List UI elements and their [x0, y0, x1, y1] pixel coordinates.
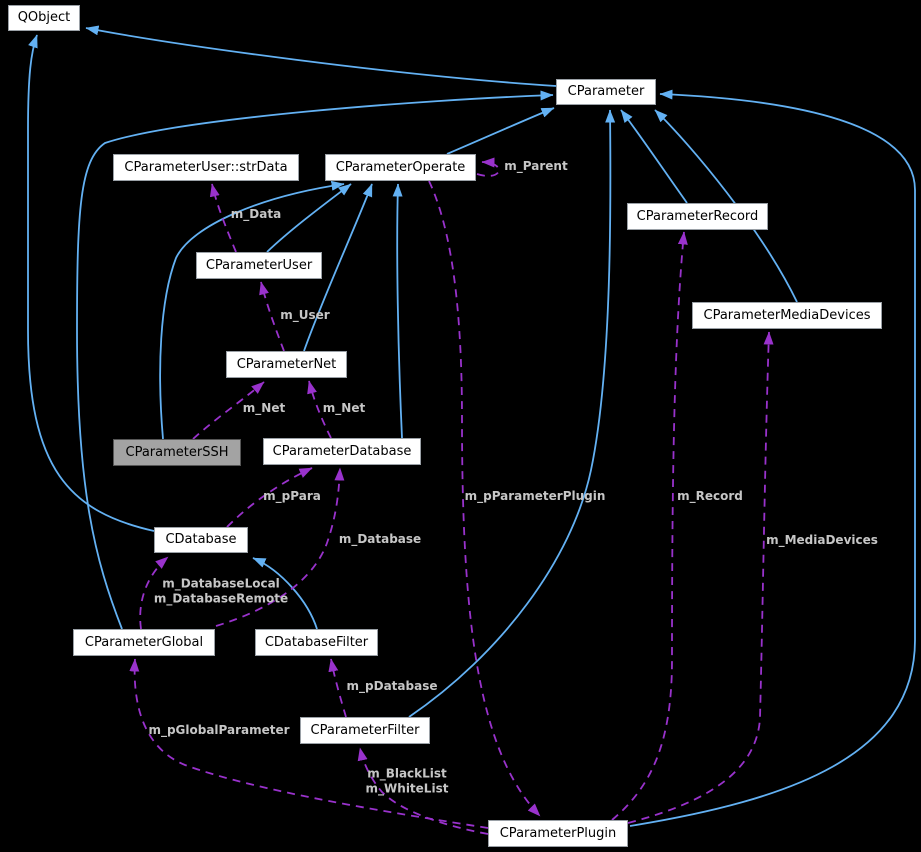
inheritance-edge-CParameterGlobal-to-CParameter	[76, 90, 554, 630]
edge-label: m_MediaDevices	[766, 533, 878, 548]
usage-edge-CParameterPlugin-to-CParameterFilter	[357, 747, 489, 835]
inheritance-edge-CParameterMediaDevices-to-CParameter	[654, 109, 798, 303]
class-node-CDatabase[interactable]: CDatabase	[154, 527, 248, 553]
class-node-CParameterFilter[interactable]: CParameterFilter	[300, 717, 430, 744]
inheritance-edge-CParameterPlugin-to-CParameter	[629, 89, 916, 827]
usage-edge-CParameterPlugin-to-CParameterMediaDevices	[627, 331, 774, 824]
class-node-CParameterDatabase[interactable]: CParameterDatabase	[263, 438, 421, 465]
usage-edge-CParameterNet-to-CParameterUser	[259, 281, 285, 352]
edge-label-line: m_Database	[338, 531, 422, 546]
class-node-CParameterSSH[interactable]: CParameterSSH	[113, 439, 241, 466]
edge-label: m_Net	[243, 401, 285, 416]
usage-edge-CParameterOperate-to-CParameterPlugin	[428, 180, 541, 817]
inheritance-edge-CParameterNet-to-CParameterOperate	[303, 183, 373, 352]
edge-label-line: m_User	[280, 307, 330, 322]
edge-label: m_Data	[231, 207, 281, 222]
edge-label-line: m_Parent	[504, 158, 568, 173]
edge-label: m_pParameterPlugin	[465, 489, 606, 504]
edge-label: m_User	[280, 308, 329, 323]
class-node-CParameterOperate[interactable]: CParameterOperate	[325, 154, 476, 181]
usage-edge-CParameterGlobal-to-CDatabase	[139, 556, 169, 630]
edge-label: m_Parent	[504, 159, 567, 174]
edge-label-line: m_Data	[230, 206, 282, 221]
edge-label-line: m_pParameterPlugin	[464, 488, 606, 503]
edge-label-line: m_BlackList	[367, 766, 447, 781]
edge-label-line: m_Net	[242, 400, 286, 415]
inheritance-edge-CParameterRecord-to-CParameter	[620, 109, 688, 204]
edge-label: m_pDatabase	[347, 679, 438, 694]
edge-label: m_pPara	[263, 489, 321, 504]
edge-label: m_Database	[339, 532, 421, 547]
edge-label-line: m_MediaDevices	[766, 532, 878, 547]
class-node-CParameterRecord[interactable]: CParameterRecord	[627, 203, 768, 230]
inheritance-edge-CParameterSSH-to-CParameterOperate	[159, 180, 345, 440]
edge-label: m_Net	[323, 401, 365, 416]
edge-label-line: m_DatabaseLocal	[162, 576, 280, 591]
usage-edge-CParameterFilter-to-CDatabaseFilter	[328, 658, 347, 718]
class-node-CParameterPlugin[interactable]: CParameterPlugin	[488, 820, 628, 847]
class-node-CParameterUser--strData[interactable]: CParameterUser::strData	[113, 154, 299, 181]
usage-edge-CParameterDatabase-to-CParameterNet	[307, 380, 332, 439]
inheritance-edge-CParameter-to-QObject	[85, 25, 557, 87]
usage-edge-CParameterOperate-to-CParameterOperate	[476, 157, 500, 177]
edge-label-line: m_pPara	[263, 488, 321, 503]
edge-label-line: m_Net	[322, 400, 366, 415]
usage-edge-CParameterSSH-to-CParameterNet	[192, 381, 265, 440]
edge-label-line: m_WhiteList	[365, 781, 449, 795]
inheritance-edge-CParameterFilter-to-CParameter	[408, 109, 616, 718]
class-node-CParameterUser[interactable]: CParameterUser	[196, 252, 322, 279]
class-node-CParameter[interactable]: CParameter	[556, 79, 656, 105]
class-node-CParameterNet[interactable]: CParameterNet	[226, 351, 347, 378]
edge-label-line: m_pGlobalParameter	[148, 722, 290, 737]
inheritance-edge-CParameterOperate-to-CParameter	[446, 107, 555, 155]
edge-label-line: m_DatabaseRemote	[153, 591, 289, 605]
edge-label: m_pGlobalParameter	[148, 723, 289, 738]
edge-label-line: m_pDatabase	[346, 678, 438, 693]
inheritance-edge-CDatabase-to-QObject	[27, 34, 155, 532]
usage-edge-CParameterUser-to-CParameterUser--strData	[209, 183, 237, 253]
class-node-CDatabaseFilter[interactable]: CDatabaseFilter	[255, 629, 378, 656]
usage-edge-CParameterPlugin-to-CParameterGlobal	[129, 658, 489, 829]
class-node-QObject[interactable]: QObject	[8, 5, 80, 31]
class-node-CParameterGlobal[interactable]: CParameterGlobal	[73, 629, 215, 656]
edge-label: m_Record	[677, 489, 743, 504]
usage-edge-CParameterPlugin-to-CParameterRecord	[611, 231, 688, 821]
class-node-CParameterMediaDevices[interactable]: CParameterMediaDevices	[692, 302, 882, 329]
edge-label-line: m_Record	[677, 488, 743, 503]
inheritance-edge-CParameterUser-to-CParameterOperate	[266, 183, 352, 253]
usage-edge-CParameterGlobal-to-CParameterDatabase	[215, 467, 345, 627]
inheritance-edge-CParameterDatabase-to-CParameterOperate	[392, 183, 403, 439]
